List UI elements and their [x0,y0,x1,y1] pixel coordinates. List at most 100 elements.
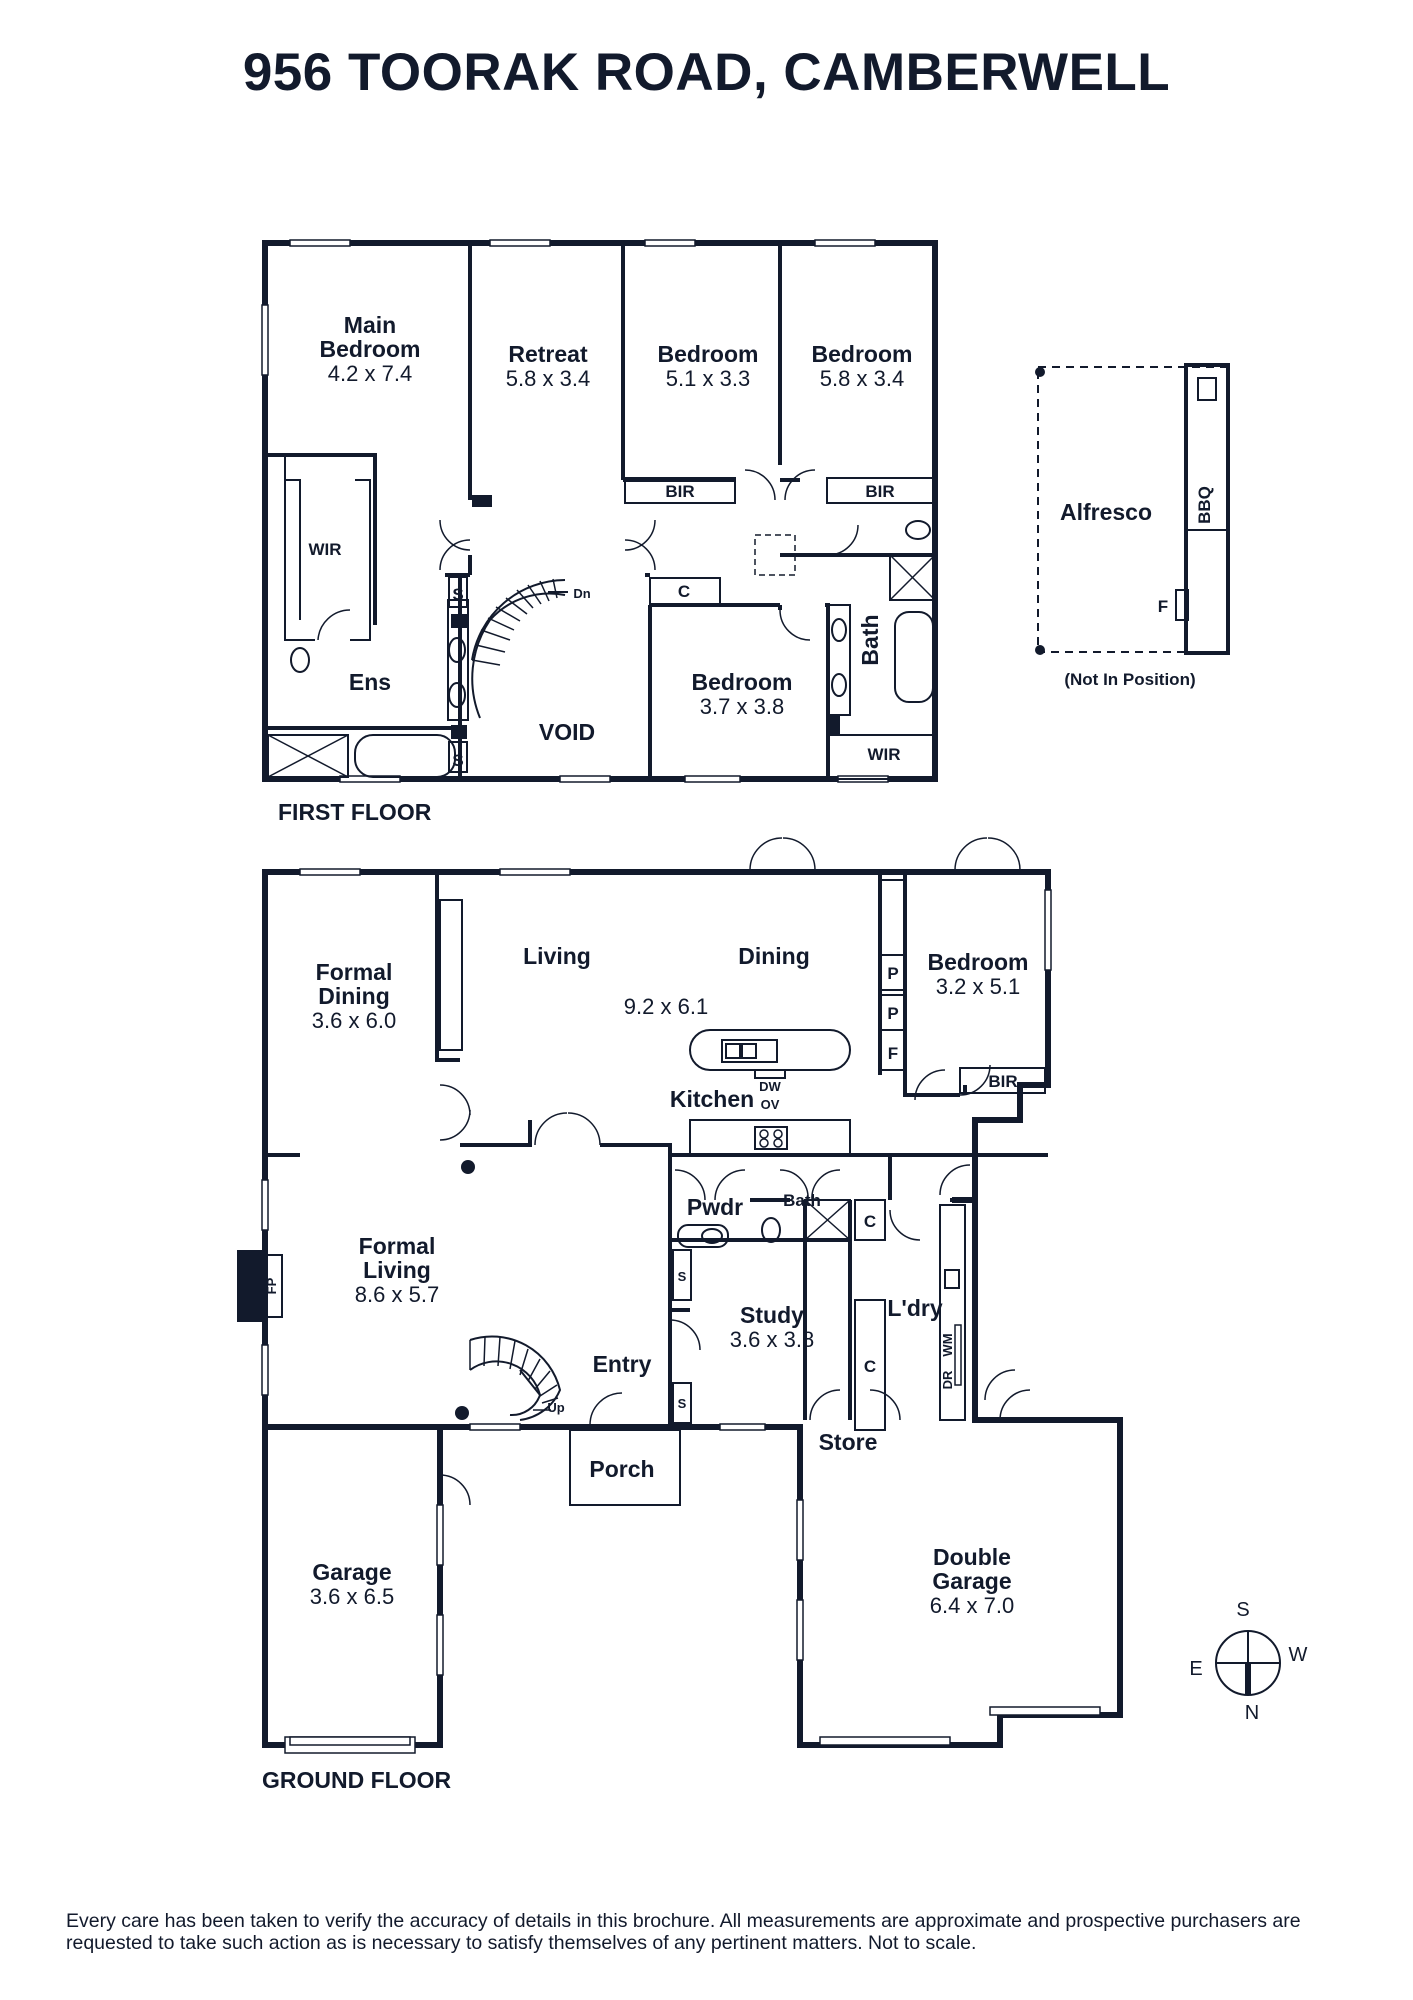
laundry-bench [939,1204,966,1421]
window [261,1179,269,1231]
door-swing [889,1209,921,1241]
door-swing [939,1164,971,1196]
garage-name: Garage [312,1559,391,1585]
stair-dn-label: Dn [573,586,590,601]
door-swing [749,837,816,871]
shower-line [889,554,936,601]
shelf-s [448,576,468,608]
burner [759,1129,769,1139]
door-swing [809,1389,841,1421]
bedroom-4-dims: 3.7 x 3.8 [700,694,784,719]
alfresco-sink [1197,377,1217,401]
pantry [879,994,906,1031]
shower [889,554,936,601]
door-swing [869,1389,901,1421]
bedroom-4-name: Bedroom [692,669,793,695]
kitchen-island [689,1029,851,1071]
cooktop [754,1126,788,1150]
bedroom-ground-dims: 3.2 x 5.1 [936,974,1020,999]
door-swing [744,469,816,501]
main-bedroom-dims: 4.2 x 7.4 [328,361,412,386]
living-dining-dims: 9.2 x 6.1 [624,994,708,1019]
ground-floor: DW OV P P F BIR C C S S [237,837,1123,1793]
basin [448,682,466,708]
alfresco-fridge [1175,589,1189,621]
double-garage-dims: 6.4 x 7.0 [930,1593,1014,1618]
living-name: Living [523,943,591,969]
shelf-s [672,1249,692,1301]
window [1044,889,1052,971]
stair-outer [469,1335,562,1421]
shelf-label: S [678,1269,687,1284]
wir-box [827,734,934,780]
window [289,1736,411,1746]
cupboard-label: C [864,1212,876,1231]
ov-label: OV [761,1097,780,1112]
vanity [447,599,469,721]
stair-treads [469,1336,559,1411]
plan-title: 956 TOORAK ROAD, CAMBERWELL [242,43,1171,102]
wall-block [451,614,467,628]
compass-w: W [1289,1644,1308,1666]
door-swing [954,837,1021,871]
ens-name: Ens [349,669,391,695]
window [814,239,876,247]
window [644,239,696,247]
pwdr-name: Pwdr [687,1194,743,1220]
door-swing [589,1392,623,1426]
window [469,1423,521,1431]
bir-label: BIR [865,482,894,501]
wall-block [828,715,840,735]
post [455,1406,469,1420]
bir-label-ground: BIR [988,1072,1017,1091]
basin [831,673,847,697]
retreat-name: Retreat [508,341,588,367]
wall-block [451,725,467,739]
cupboard [854,1299,886,1431]
dw-label: DW [759,1079,781,1094]
shelf-label: S [452,751,463,770]
void-name: VOID [539,719,595,745]
door-swing [674,1169,746,1201]
alfresco-note: (Not In Position) [1064,670,1195,689]
first-floor: BIR BIR C WIR WIR S S Dn [261,239,938,825]
door-swing [439,1084,471,1141]
door-swing [669,1319,701,1351]
door-swing [779,609,811,641]
bathtub [894,611,934,703]
porch-name: Porch [589,1456,654,1482]
bedroom-2-name: Bedroom [658,341,759,367]
bathtub [354,734,456,778]
window [489,239,551,247]
entry-name: Entry [593,1351,652,1377]
window [289,239,351,247]
kitchen-bench [689,1119,851,1156]
post [461,1160,475,1174]
bir-box [959,1067,1046,1094]
window [436,1504,444,1566]
alfresco-name: Alfresco [1060,499,1152,525]
shower [804,1199,851,1241]
bir-box [826,477,934,504]
fp-label: FP [264,1277,279,1294]
wir-walls [284,455,371,641]
door-swing [624,519,656,571]
porch-outline [569,1429,681,1506]
dr-label: DR [940,1370,955,1389]
formal-living-dims: 8.6 x 5.7 [355,1282,439,1307]
sink-bowl [725,1043,741,1059]
stair-inner [469,1360,542,1417]
window [299,868,361,876]
burner [773,1138,783,1148]
basin [448,637,466,663]
stair-inner [471,592,566,719]
study-name: Study [740,1302,804,1328]
sink-bowl [741,1043,757,1059]
hearth [259,1254,283,1318]
ground-floor-label: GROUND FLOOR [262,1767,451,1793]
bath-vanity [827,604,851,716]
pantry-label-2: P [887,1004,898,1023]
formal-dining-name-2: Dining [318,983,390,1009]
study-dims: 3.6 x 3.8 [730,1327,814,1352]
